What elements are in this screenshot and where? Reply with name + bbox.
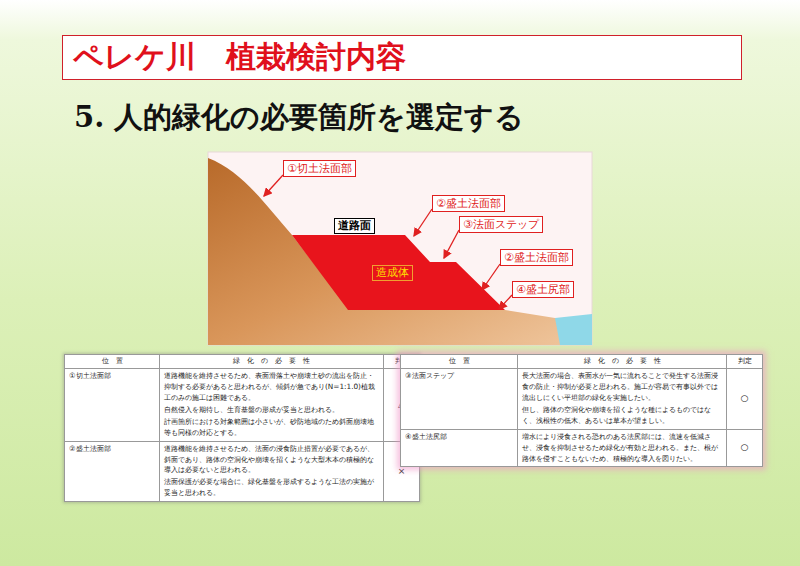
table-cell-text: 計画箇所における対象範囲は小さいが、砂防地域のため斜面崩壊地等も同様の対応とする…: [164, 417, 379, 439]
table-cell: 緑 化 の 必 要 性: [518, 355, 727, 369]
slide-title: ペレケ川 植栽検討内容: [62, 35, 742, 80]
node-text: ②盛土法面部: [436, 197, 501, 210]
callout-box: ①切土法面部: [283, 160, 356, 177]
node-text: 造成体: [376, 266, 409, 279]
callout-box: ③法面ステップ: [459, 216, 543, 233]
table-cell-text: 緑 化 の 必 要 性: [162, 356, 381, 367]
table-cell-text: 増水により浸食される恐れのある法尻部には、流速を低減させ、浸食を抑制させるため緑…: [522, 432, 722, 465]
table-row: 位 置緑 化 の 必 要 性判定: [401, 355, 763, 369]
table-cell-text: ③法面ステップ: [405, 371, 513, 382]
node-text: 道路面: [338, 219, 371, 232]
node-text: ③法面ステップ: [463, 218, 539, 231]
table-cell-text: ②盛土法面部: [69, 444, 155, 455]
table-cell: 緑 化 の 必 要 性: [160, 355, 384, 369]
section-heading: 5. 人的緑化の必要箇所を選定する: [74, 98, 524, 138]
river-water: [555, 314, 592, 345]
table-cell-text: 法面保護が必要な場合に、緑化基盤を形成するような工法の実施が妥当と思われる。: [164, 477, 379, 499]
table-cell-text: ○: [731, 392, 758, 406]
table-cell: 道路機能を維持させるため、表面滑落土や崩壊土砂の流出を防止・抑制する必要があると…: [160, 368, 384, 441]
table-cell-text: ①切土法面部: [69, 371, 155, 382]
node-text: ①切土法面部: [287, 162, 352, 175]
embankment-fill: [292, 235, 505, 310]
table-cell: ①切土法面部: [65, 368, 160, 441]
fill-label-box: 造成体: [372, 265, 413, 281]
callout-box: ②盛土法面部: [500, 249, 573, 266]
table-cell-text: 道路機能を維持させるため、表面滑落土や崩壊土砂の流出を防止・抑制する必要があると…: [164, 371, 379, 404]
table-cell-text: 判定: [729, 356, 760, 367]
evaluation-table: 位 置緑 化 の 必 要 性判定①切土法面部道路機能を維持させるため、表面滑落土…: [64, 354, 420, 502]
table-cell: ③法面ステップ: [401, 368, 518, 429]
callout-box: ④盛土尻部: [512, 281, 574, 298]
table-row: ②盛土法面部道路機能を維持させるため、法面の浸食防止措置が必要であるが、斜面であ…: [65, 441, 420, 502]
callout-box: ②盛土法面部: [432, 195, 505, 212]
table-cell: ④盛土法尻部: [401, 429, 518, 467]
table-cell-text: 道路機能を維持させるため、法面の浸食防止措置が必要であるが、斜面であり、路体の空…: [164, 444, 379, 477]
ground: [208, 158, 592, 345]
node-text: ④盛土尻部: [516, 283, 570, 296]
table-row: ④盛土法尻部増水により浸食される恐れのある法尻部には、流速を低減させ、浸食を抑制…: [401, 429, 763, 467]
table-cell-text: 緑 化 の 必 要 性: [520, 356, 724, 367]
table-cell: ○: [727, 368, 763, 429]
table-cell-text: ④盛土法尻部: [405, 432, 513, 443]
table-row: ③法面ステップ長大法面の場合、表面水が一気に流れることで発生する法面浸食の防止・…: [401, 368, 763, 429]
table-cell: 増水により浸食される恐れのある法尻部には、流速を低減させ、浸食を抑制させるため緑…: [518, 429, 727, 467]
table-cell: 道路機能を維持させるため、法面の浸食防止措置が必要であるが、斜面であり、路体の空…: [160, 441, 384, 502]
table-cell-text: 但し、路体の空洞化や崩壊を招くような種によるものではなく、浅根性の低木、あるいは…: [522, 405, 722, 427]
leader-lines: [264, 175, 512, 309]
table-row: ①切土法面部道路機能を維持させるため、表面滑落土や崩壊土砂の流出を防止・抑制する…: [65, 368, 420, 441]
table-cell: 長大法面の場合、表面水が一気に流れることで発生する法面浸食の防止・抑制が必要と思…: [518, 368, 727, 429]
table-cell-text: 位 置: [403, 356, 515, 367]
evaluation-table: 位 置緑 化 の 必 要 性判定③法面ステップ長大法面の場合、表面水が一気に流れ…: [400, 354, 763, 467]
table-cell: 位 置: [65, 355, 160, 369]
road-label-box: 道路面: [334, 218, 375, 234]
illustration-frame: [208, 152, 592, 345]
table-cell: 位 置: [401, 355, 518, 369]
table-cell-text: 長大法面の場合、表面水が一気に流れることで発生する法面浸食の防止・抑制が必要と思…: [522, 371, 722, 404]
table-cell-text: 自然侵入を期待し、生育基盤の形成が妥当と思われる。: [164, 405, 379, 416]
table-cell-text: 位 置: [67, 356, 157, 367]
table-cell-text: ○: [731, 441, 758, 455]
table-cell: ②盛土法面部: [65, 441, 160, 502]
node-text: ②盛土法面部: [504, 251, 569, 264]
table-cell: ○: [727, 429, 763, 467]
table-cell: 判定: [727, 355, 763, 369]
table-row: 位 置緑 化 の 必 要 性判定: [65, 355, 420, 369]
